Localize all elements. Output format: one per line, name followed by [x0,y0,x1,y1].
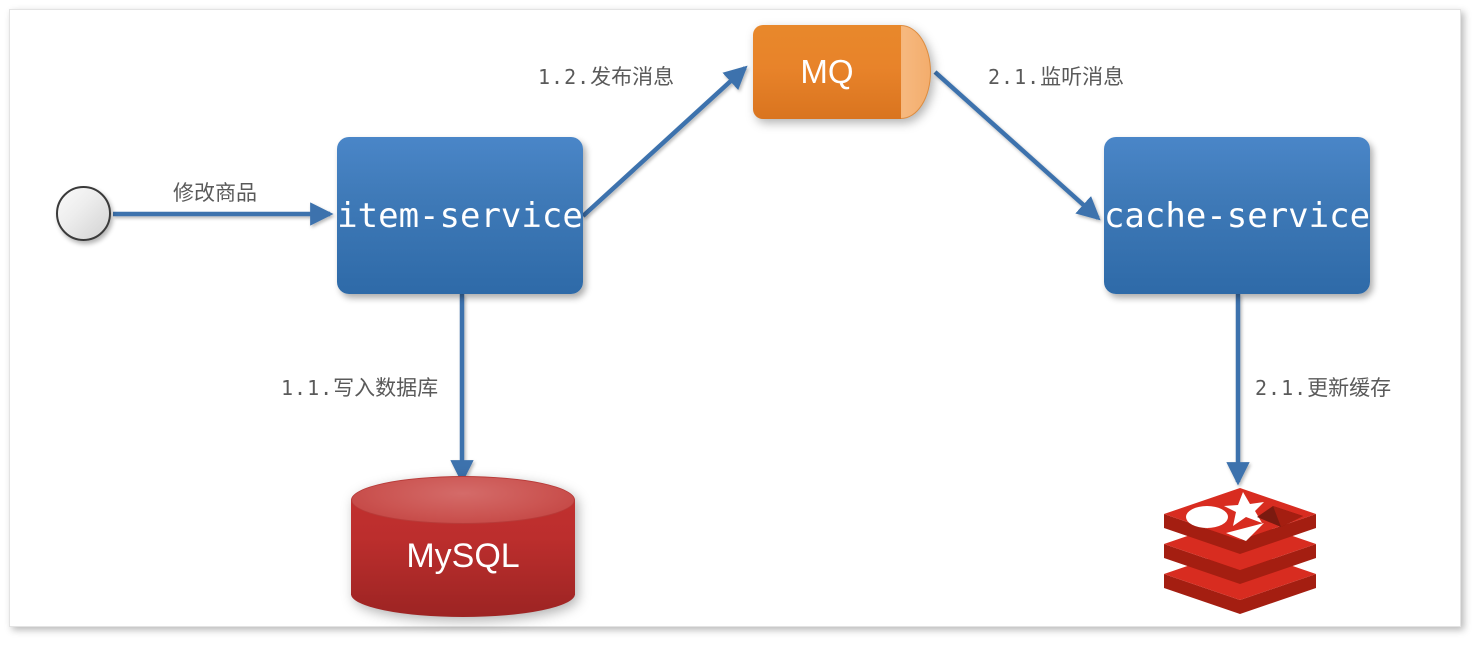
cache-service-box[interactable]: cache-service [1104,137,1370,294]
edge-label-modify-product: 修改商品 [173,177,257,207]
arrow-mq-to-cache-service [933,70,1101,221]
arrow-item-service-to-mq [581,65,748,218]
edge-label-text: 写入数据库 [333,377,439,400]
start-node[interactable] [56,186,111,241]
edge-label-number: 1.1. [281,376,334,400]
edge-label-text: 更新缓存 [1307,377,1392,400]
edge-label-text: 修改商品 [173,182,257,205]
mq-cylinder-body [753,25,901,119]
redis-logo-icon[interactable] [1160,478,1320,614]
mysql-cylinder[interactable]: MySQL [351,476,575,618]
edge-label-number: 1.2. [538,65,591,89]
edge-label-text: 发布消息 [590,66,675,89]
edge-label-listen-message: 2.1.监听消息 [988,61,1124,91]
edge-label-write-database: 1.1.写入数据库 [281,372,438,402]
redis-layer-top [1164,488,1316,554]
edge-label-publish-message: 1.2.发布消息 [538,61,674,91]
item-service-box[interactable]: item-service [337,137,583,294]
edge-label-number: 2.1. [1255,376,1308,400]
edge-label-update-cache: 2.1.更新缓存 [1255,372,1391,402]
mq-label: MQ [800,53,854,90]
mysql-label: MySQL [406,536,520,575]
cache-service-label: cache-service [1103,195,1371,236]
edge-label-text: 监听消息 [1040,66,1125,89]
item-service-label: item-service [337,195,583,236]
edge-label-number: 2.1. [988,65,1041,89]
mysql-cylinder-top [351,476,575,524]
mq-cylinder[interactable]: MQ [753,25,931,119]
